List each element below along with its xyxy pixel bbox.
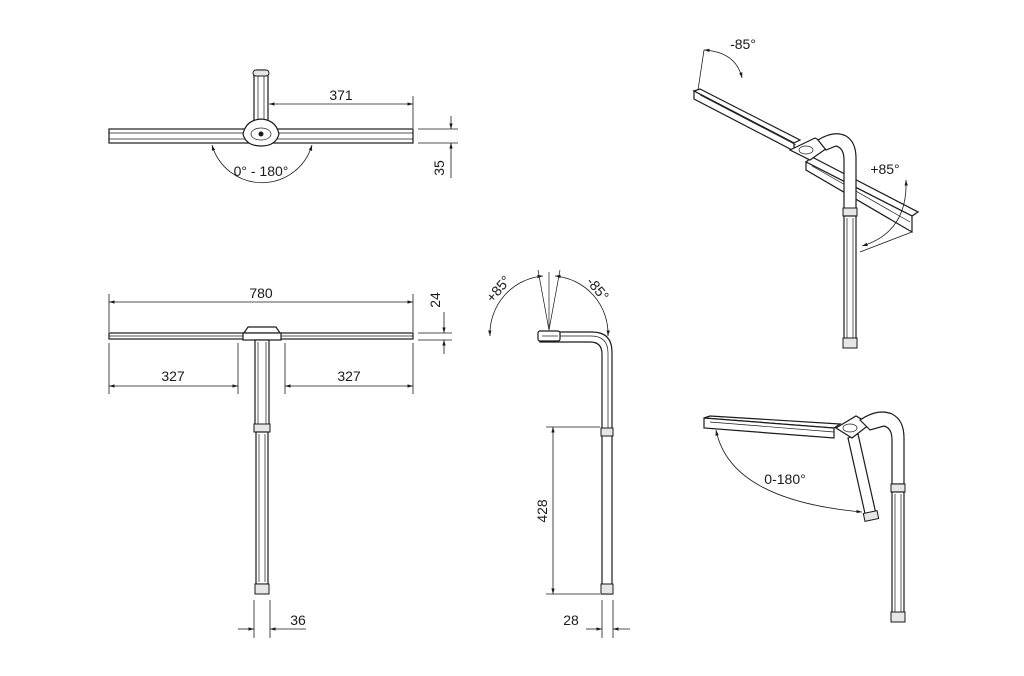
- dim-371-label: 371: [329, 87, 353, 103]
- dim-428-label: 428: [534, 499, 550, 523]
- dim-36-label: 36: [290, 612, 306, 628]
- angle-arc: [211, 144, 313, 184]
- iso-view-upper: -85° +85°: [692, 36, 920, 349]
- dim-35-label: 35: [431, 160, 447, 176]
- iso-upper-tilt-plus-label: +85°: [870, 161, 899, 177]
- side-view: +85° -85° 428 28: [483, 269, 630, 638]
- tilt-minus-label: -85°: [583, 274, 612, 304]
- iso-upper-tilt-minus-label: -85°: [730, 36, 756, 52]
- iso-lower-post: [891, 491, 905, 615]
- dim-327-right-label: 327: [337, 368, 361, 384]
- dim-780-label: 780: [249, 285, 273, 301]
- iso-upper-tilt-minus-arc: [703, 48, 743, 79]
- tilt-plus-arc: [488, 274, 544, 337]
- front-view-post-lower: [255, 431, 269, 585]
- side-view-post: [539, 331, 613, 595]
- iso-lower-angle-arc: [715, 429, 863, 514]
- dim-327-left-label: 327: [161, 368, 185, 384]
- tilt-minus-arc: [554, 274, 610, 337]
- iso-lower-arm: [847, 433, 877, 519]
- iso-upper-post: [843, 215, 857, 341]
- top-view: 371 35 0° - 180°: [108, 69, 458, 184]
- iso-lower-angle-label: 0-180°: [764, 471, 805, 487]
- front-view: 780 24 327 327 36: [108, 285, 452, 638]
- dim-24-label: 24: [427, 292, 443, 308]
- dim-28-label: 28: [563, 612, 579, 628]
- front-view-post-upper: [254, 339, 270, 427]
- tilt-plus-label: +85°: [483, 272, 514, 305]
- iso-view-lower: 0-180°: [703, 411, 906, 623]
- angle-label: 0° - 180°: [234, 163, 289, 179]
- iso-upper-tilt-plus-arc: [861, 179, 908, 247]
